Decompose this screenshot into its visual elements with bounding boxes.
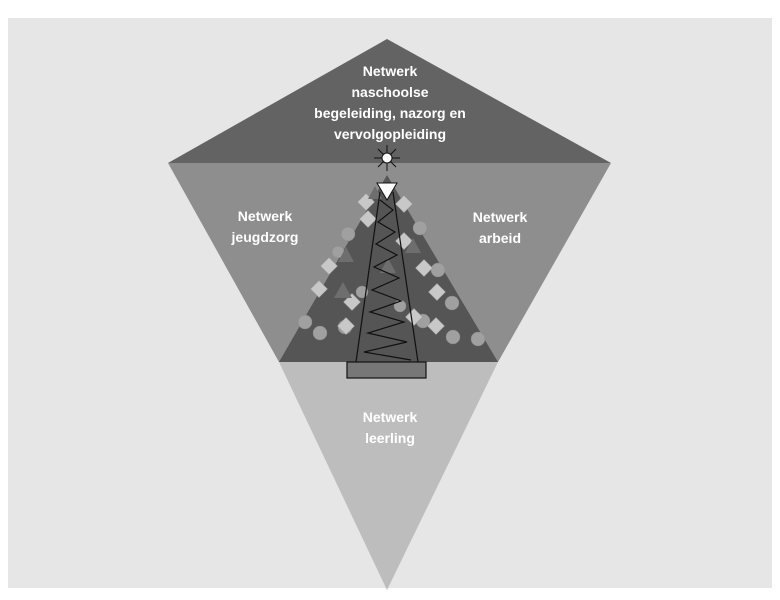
ornament-triangle [405,238,421,253]
ornament-diamond [359,210,377,228]
tower-arrow-icon [376,182,398,201]
top-network-label: Netwerk naschoolse begeleiding, nazorg e… [314,63,466,142]
ornament-triangle [380,258,396,273]
tower-left-leg [355,191,381,363]
tower-right-leg [392,191,419,363]
ornament-diamond [415,259,433,277]
tower [355,191,419,363]
star-icon [374,145,400,171]
bottom-label-line-1: Netwerk [363,409,418,425]
ornament-diamond [405,308,423,326]
left-network-label: Netwerk jeugdzorg [231,208,299,245]
ornament-triangle [334,282,352,298]
tower-zigzag [363,199,412,361]
top-network-region [168,39,611,163]
tree-ornaments [297,220,486,347]
ornament-circle [297,314,313,330]
top-label-line-3: begeleiding, nazorg en [314,105,466,121]
bottom-network-region [279,362,498,590]
tree-ornaments-triangles [334,186,421,298]
ornament-diamond [427,317,445,335]
ornament-diamond [337,317,355,335]
left-label-line-1: Netwerk [238,208,293,224]
right-label-line-2: arbeid [479,230,521,246]
top-label-line-2: naschoolse [351,84,428,100]
ornament-circle [445,329,461,345]
ornament-diamond [310,280,328,298]
right-label-line-1: Netwerk [473,209,528,225]
tower-base [346,361,427,379]
ornament-circle [470,331,486,347]
ornament-diamond [428,283,446,301]
ornament-circle [340,226,356,242]
bottom-label-line-2: leerling [365,430,415,446]
left-label-line-2: jeugdzorg [231,229,299,245]
ornament-triangle [368,186,382,199]
bottom-network-label: Netwerk leerling [363,409,418,446]
star-center [381,152,393,164]
ornament-triangle [338,247,354,262]
ornament-circle [430,262,446,278]
top-label-line-1: Netwerk [363,63,418,79]
ornament-circle [412,220,428,236]
ornament-diamond [395,195,413,213]
right-network-label: Netwerk arbeid [473,209,528,246]
ornament-circle [444,295,460,311]
top-label-line-4: vervolgopleiding [334,126,446,142]
ornament-circle [312,325,328,341]
ornament-diamond [320,257,338,275]
